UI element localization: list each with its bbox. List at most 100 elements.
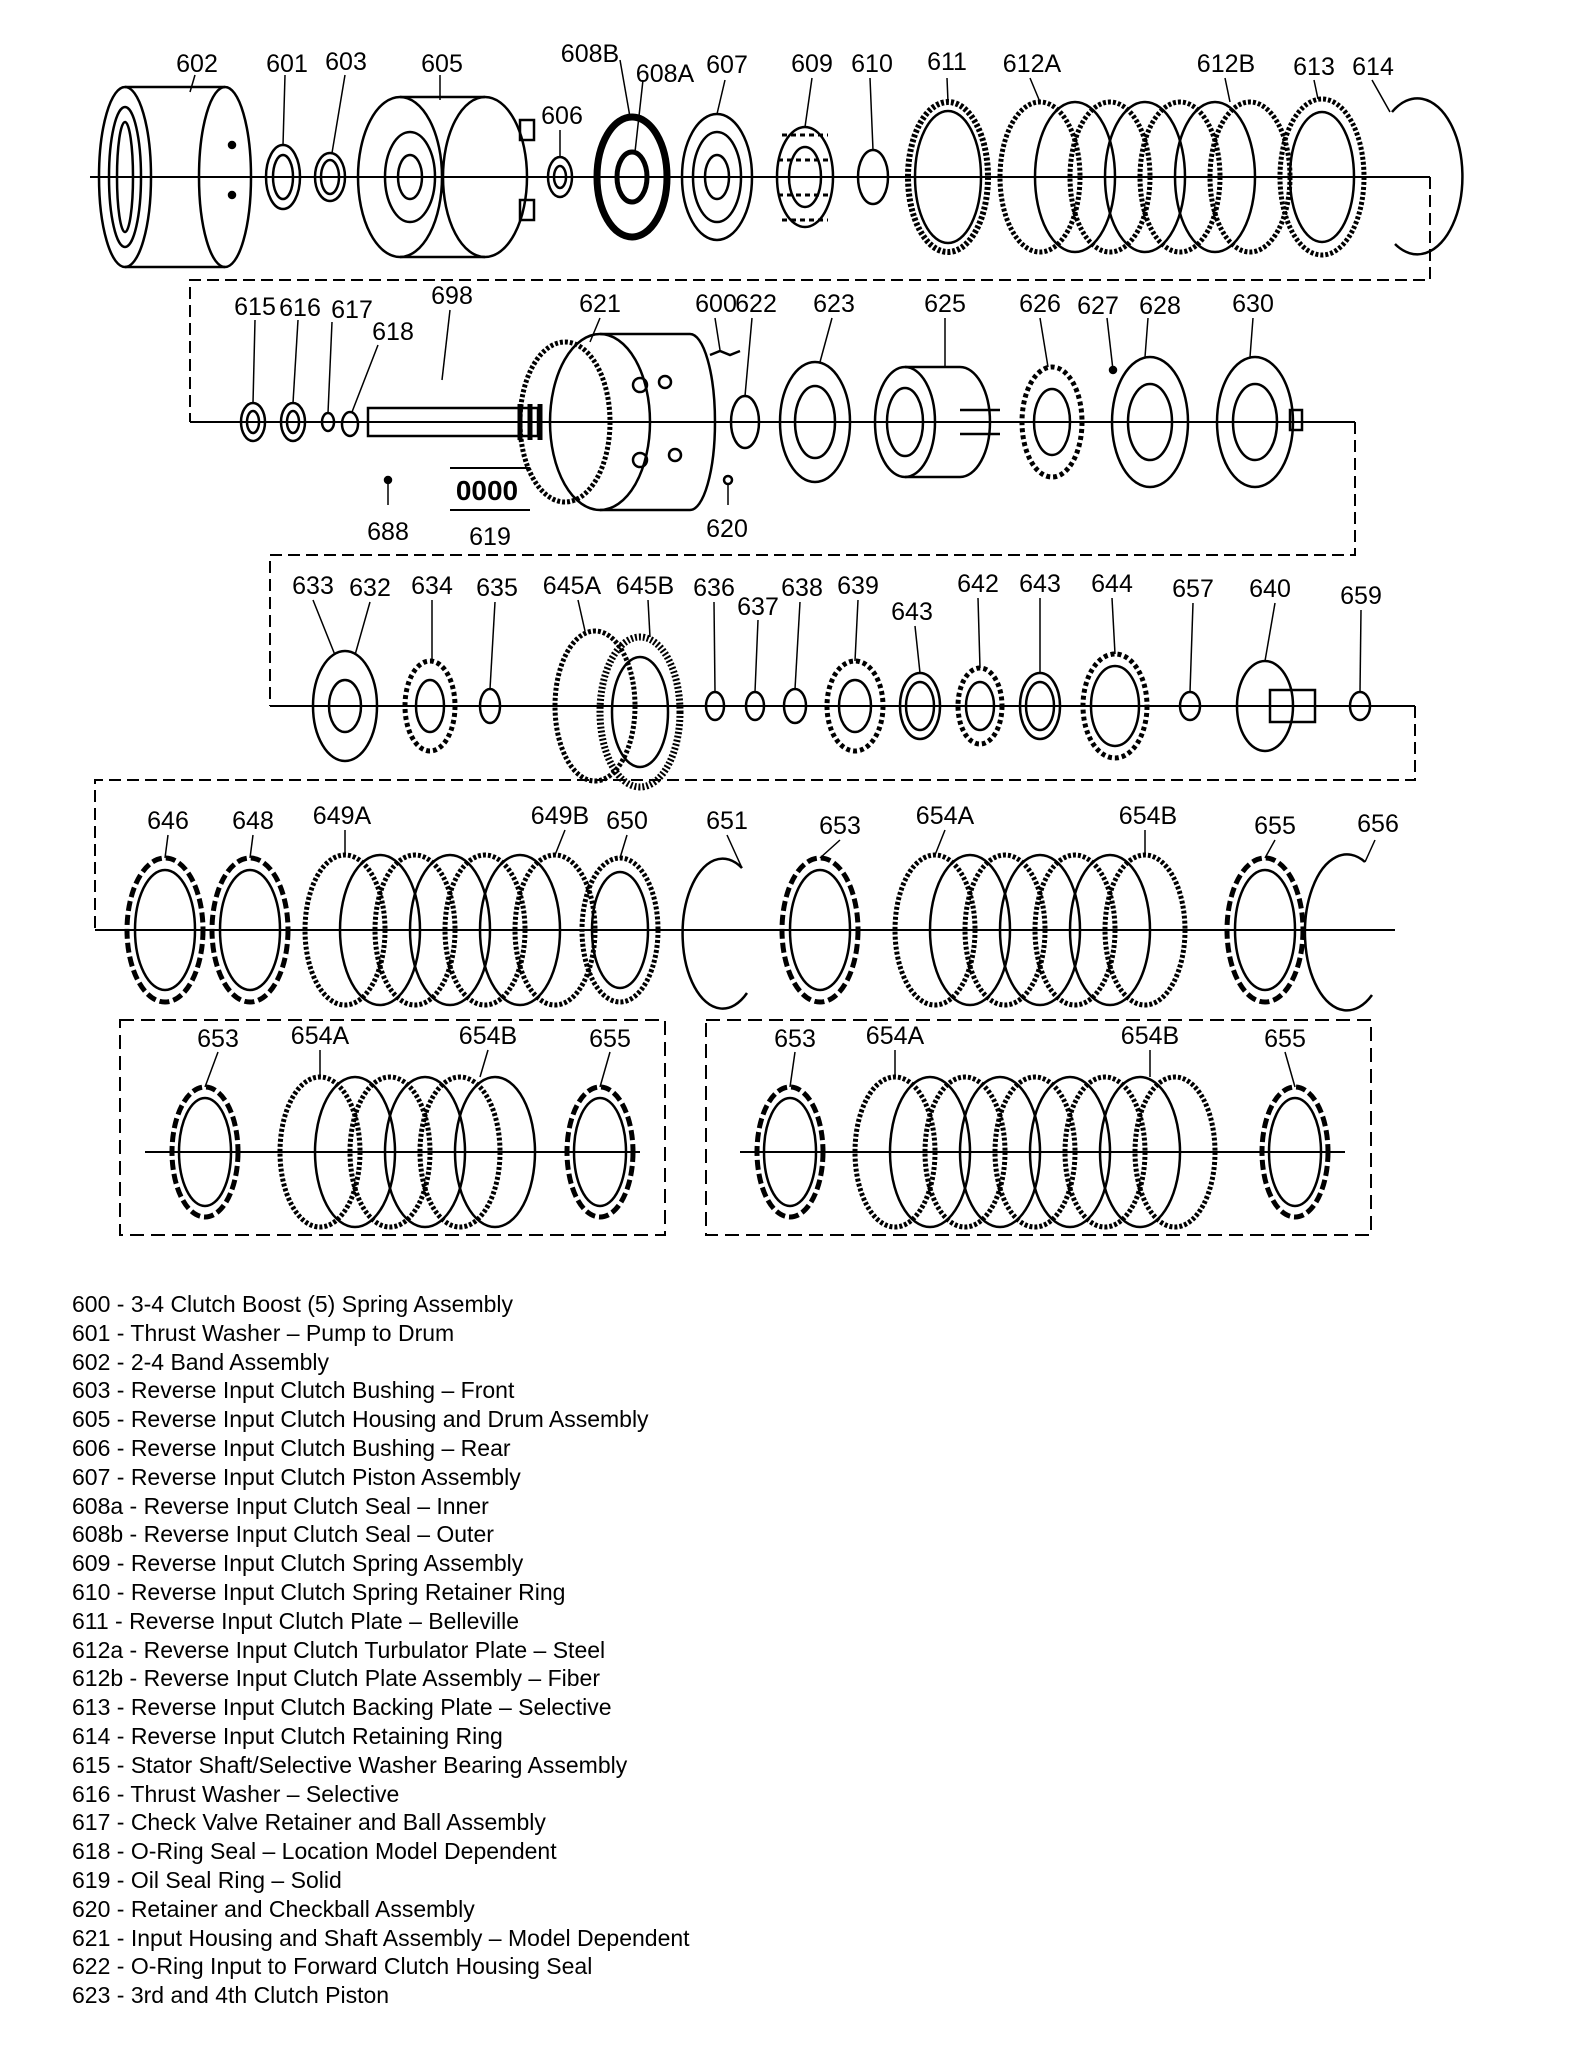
legend-item: 606 - Reverse Input Clutch Bushing – Rea… <box>72 1434 511 1461</box>
part-625-housing <box>873 365 1000 479</box>
part-656-snap-ring <box>1303 853 1374 1012</box>
legend-item: 610 - Reverse Input Clutch Spring Retain… <box>72 1578 566 1605</box>
legend-item: 621 - Input Housing and Shaft Assembly –… <box>72 1924 690 1951</box>
label-626: 626 <box>1019 290 1061 318</box>
label-634: 634 <box>411 572 453 600</box>
box2-part-654-pack <box>852 1074 1218 1230</box>
label-649B: 649B <box>531 802 589 830</box>
legend-item: 623 - 3rd and 4th Clutch Piston <box>72 1982 390 2009</box>
label-633: 633 <box>292 572 334 600</box>
label-630: 630 <box>1232 290 1274 318</box>
label-618: 618 <box>372 318 414 346</box>
label-608A: 608A <box>636 60 695 88</box>
label-649A: 649A <box>313 802 372 830</box>
label-636: 636 <box>693 574 735 602</box>
part-600-boost-spring <box>709 349 741 357</box>
label-653: 653 <box>819 812 861 840</box>
legend-item: 615 - Stator Shaft/Selective Washer Bear… <box>72 1751 628 1778</box>
label-622: 622 <box>735 290 777 318</box>
label-611: 611 <box>927 48 967 76</box>
label-632: 632 <box>349 574 391 602</box>
part-605-housing-drum <box>356 95 536 259</box>
label-688: 688 <box>367 518 409 546</box>
part-645-clutch-plates <box>552 628 684 791</box>
legend-item: 608b - Reverse Input Clutch Seal – Outer <box>72 1521 494 1548</box>
label-627: 627 <box>1077 292 1119 320</box>
label-612A: 612A <box>1003 50 1062 78</box>
legend-item: 602 - 2-4 Band Assembly <box>72 1348 329 1375</box>
part-644-ring-gear <box>1080 651 1150 761</box>
part-620-checkball <box>722 474 734 486</box>
label-635: 635 <box>476 574 518 602</box>
part-634-sprag <box>402 658 458 754</box>
legend-item: 600 - 3-4 Clutch Boost (5) Spring Assemb… <box>72 1291 514 1317</box>
label-616: 616 <box>279 294 321 322</box>
box2-label-654B: 654B <box>1121 1022 1179 1050</box>
label-644: 644 <box>1091 570 1133 598</box>
label-659: 659 <box>1340 582 1382 610</box>
label-607: 607 <box>706 51 748 79</box>
label-643b: 643 <box>1019 570 1061 598</box>
part-614-retaining-ring <box>1391 97 1464 256</box>
part-653-plate <box>779 855 861 1005</box>
label-645B: 645B <box>616 572 674 600</box>
label-619: 619 <box>469 523 511 551</box>
part-618-o-ring <box>340 410 360 438</box>
legend-item: 603 - Reverse Input Clutch Bushing – Fro… <box>72 1377 515 1404</box>
box2-label-655: 655 <box>1264 1025 1306 1053</box>
label-645A: 645A <box>543 572 602 600</box>
part-621-input-housing-shaft <box>366 332 717 512</box>
legend-item: 618 - O-Ring Seal – Location Model Depen… <box>72 1838 557 1865</box>
legend-item: 619 - Oil Seal Ring – Solid <box>72 1866 342 1893</box>
exploded-view-diagram: 602 601 603 605 606 608B 608A 607 609 61… <box>90 40 1464 1236</box>
part-639-gear <box>824 658 886 754</box>
label-638: 638 <box>781 574 823 602</box>
part-650-plate <box>579 855 661 1005</box>
part-646-plate <box>124 855 206 1005</box>
connector-row1-row2 <box>189 177 1431 422</box>
box2-label-654A: 654A <box>866 1022 925 1050</box>
label-606: 606 <box>541 102 583 130</box>
label-654B: 654B <box>1119 802 1177 830</box>
part-688-detail <box>383 475 393 485</box>
label-614: 614 <box>1352 53 1394 81</box>
legend-item: 617 - Check Valve Retainer and Ball Asse… <box>72 1809 546 1836</box>
box2-part-655 <box>1259 1084 1331 1220</box>
box1-label-654B: 654B <box>459 1022 517 1050</box>
legend-item: 620 - Retainer and Checkball Assembly <box>72 1895 475 1922</box>
leader-lines <box>164 59 1391 1088</box>
label-620: 620 <box>706 515 748 543</box>
label-602: 602 <box>176 50 218 78</box>
label-628: 628 <box>1139 292 1181 320</box>
alt-config-box-1 <box>119 1019 666 1236</box>
legend-item: 613 - Reverse Input Clutch Backing Plate… <box>72 1694 612 1721</box>
part-613-backing-plate <box>1277 96 1367 258</box>
label-643a: 643 <box>891 598 933 626</box>
parts-legend: 600 - 3-4 Clutch Boost (5) Spring Assemb… <box>72 1290 690 2010</box>
box2-part-653 <box>754 1084 826 1220</box>
legend-item: 614 - Reverse Input Clutch Retaining Rin… <box>72 1722 503 1749</box>
label-623: 623 <box>813 290 855 318</box>
connector-row2-row3 <box>269 422 1356 706</box>
label-608B: 608B <box>561 40 619 68</box>
box1-label-654A: 654A <box>291 1022 350 1050</box>
part-633-632-assembly <box>311 649 379 763</box>
part-648-plate <box>209 855 291 1005</box>
legend-item: 616 - Thrust Washer – Selective <box>72 1780 400 1807</box>
label-639: 639 <box>837 572 879 600</box>
part-655-plate <box>1224 855 1306 1005</box>
legend-item: 612a - Reverse Input Clutch Turbulator P… <box>72 1636 606 1663</box>
label-656: 656 <box>1357 810 1399 838</box>
connector-row3-row4 <box>94 706 1416 930</box>
label-698: 698 <box>431 282 473 310</box>
label-612B: 612B <box>1197 50 1255 78</box>
label-655: 655 <box>1254 812 1296 840</box>
part-626-sprag <box>1019 364 1085 480</box>
legend-item: 609 - Reverse Input Clutch Spring Assemb… <box>72 1550 524 1577</box>
part-602-band-assembly <box>97 85 253 269</box>
label-610: 610 <box>851 50 893 78</box>
box1-label-653: 653 <box>197 1025 239 1053</box>
label-621: 621 <box>579 290 621 318</box>
legend-item: 608a - Reverse Input Clutch Seal – Inner <box>72 1492 489 1519</box>
box1-label-655: 655 <box>589 1025 631 1053</box>
